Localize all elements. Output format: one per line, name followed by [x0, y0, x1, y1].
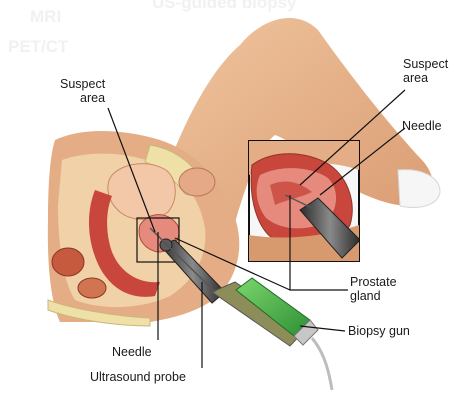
label-suspect-area-right-2: area	[403, 71, 428, 85]
testis	[179, 168, 215, 196]
foot	[398, 170, 440, 208]
intestine-loop-2	[78, 278, 106, 298]
label-suspect-area-left-1: Suspect	[60, 77, 106, 91]
label-needle-right: Needle	[402, 119, 442, 133]
label-biopsy-gun: Biopsy gun	[348, 324, 410, 338]
label-suspect-area-right-1: Suspect	[403, 57, 449, 71]
watermark-us-guided: US-guided biopsy	[152, 0, 297, 12]
label-suspect-area-left-2: area	[80, 91, 105, 105]
probe-tip	[160, 239, 172, 251]
label-prostate-1: Prostate	[350, 275, 397, 289]
label-ultrasound-probe: Ultrasound probe	[90, 370, 186, 384]
gun-cable	[312, 338, 332, 390]
watermark-mri: MRI	[30, 7, 61, 26]
biopsy-gun	[212, 278, 318, 346]
inset-zoom	[249, 141, 360, 261]
label-prostate-2: gland	[350, 289, 381, 303]
watermark-petct: PET/CT	[8, 37, 69, 56]
label-needle-bottom: Needle	[112, 345, 152, 359]
intestine-loop-1	[52, 248, 84, 276]
